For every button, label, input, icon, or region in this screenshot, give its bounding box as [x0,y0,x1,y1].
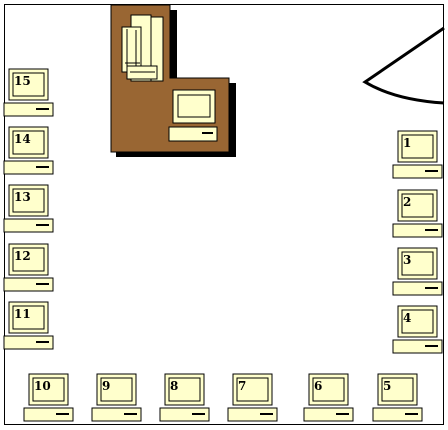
workstation-5: 5 [372,373,423,422]
computer-case-icon [91,407,142,422]
workstation-15: 15 [3,68,54,117]
workstation-3: 3 [392,247,443,296]
computer-case-icon [392,164,443,179]
computer-case-icon [3,277,54,292]
monitor-screen [100,377,133,402]
workstation-9: 9 [91,373,142,422]
monitor-screen [12,305,45,330]
computer-case-icon [392,339,443,354]
computer-case-icon [3,102,54,117]
computer-case-icon [3,335,54,350]
workstation-13: 13 [3,184,54,233]
computer-case-icon [303,407,354,422]
monitor-screen [312,377,345,402]
station-number: 5 [383,379,391,393]
monitor-screen [401,134,434,159]
station-number: 3 [403,253,411,267]
station-number: 4 [403,311,411,325]
workstation-7: 7 [227,373,278,422]
station-number: 14 [14,132,31,146]
monitor-screen [401,251,434,276]
workstation-2: 2 [392,189,443,238]
computer-case-icon [23,407,74,422]
station-number: 9 [102,379,110,393]
workstation-11: 11 [3,301,54,350]
workstation-4: 4 [392,305,443,354]
station-number: 12 [14,249,31,263]
monitor-screen [381,377,414,402]
computer-case-icon [392,223,443,238]
station-number: 6 [314,379,322,393]
workstation-8: 8 [159,373,210,422]
monitor-screen [12,72,45,97]
monitor-screen [12,130,45,155]
monitor-screen [32,377,65,402]
station-number: 11 [14,307,31,321]
instructor-desk [110,4,236,157]
computer-case-icon [392,281,443,296]
room-wall [4,4,444,425]
monitor-screen [236,377,269,402]
monitor-screen [12,188,45,213]
station-number: 15 [14,74,31,88]
computer-case-icon [227,407,278,422]
station-number: 7 [238,379,246,393]
computer-case-icon [3,160,54,175]
station-number: 8 [170,379,178,393]
printer-icon [121,14,164,82]
workstation-10: 10 [23,373,74,422]
station-number: 1 [403,136,411,150]
workstation-12: 12 [3,243,54,292]
computer-case-icon [3,218,54,233]
monitor-screen [401,193,434,218]
monitor-screen [401,309,434,334]
workstation-1: 1 [392,130,443,179]
station-number: 10 [34,379,51,393]
station-number: 2 [403,195,411,209]
monitor-screen [168,377,201,402]
monitor-screen [12,247,45,272]
instructor-computer-icon [168,89,218,142]
projection-screen [362,26,445,105]
workstation-6: 6 [303,373,354,422]
computer-case-icon [159,407,210,422]
station-number: 13 [14,190,31,204]
computer-case-icon [372,407,423,422]
workstation-14: 14 [3,126,54,175]
